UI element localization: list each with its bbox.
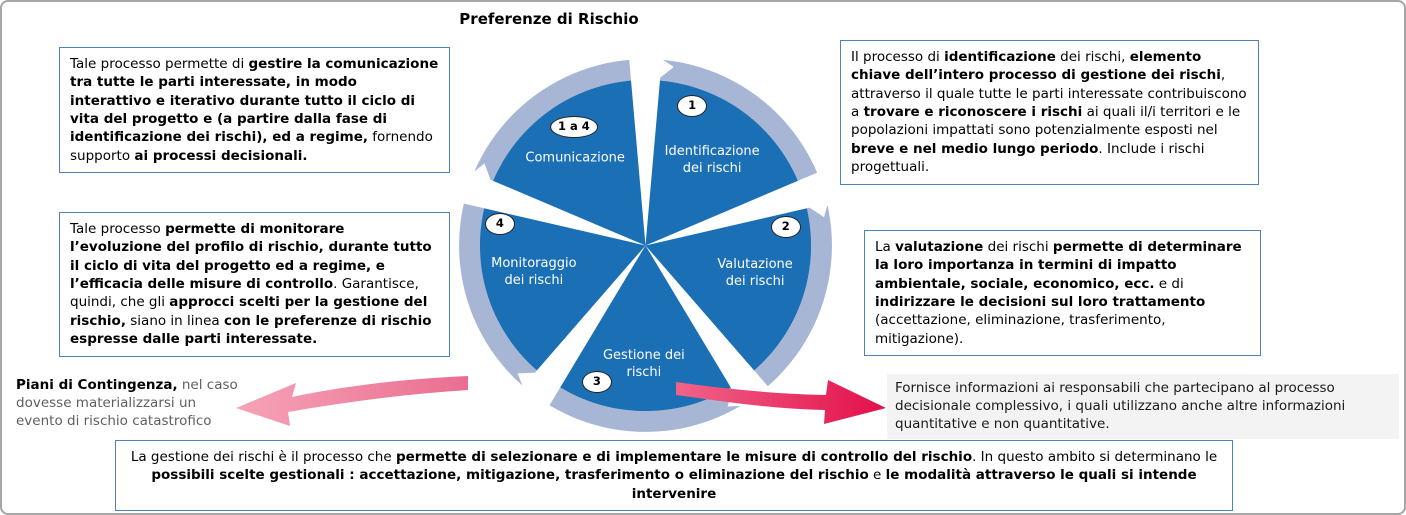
- page-title: Preferenze di Rischio: [459, 10, 639, 28]
- callout-valutazione: La valutazione dei rischi permette di de…: [864, 230, 1261, 357]
- segment-label-comunicazione: Comunicazione: [525, 150, 625, 166]
- badge-comunicazione: 1 a 4: [550, 115, 598, 138]
- badge-monitoraggio: 4: [484, 212, 515, 235]
- callout-identificazione: Il processo di identificazione dei risch…: [840, 40, 1259, 185]
- badge-gestione: 3: [581, 371, 612, 394]
- callout-monitoraggio: Tale processo permette di monitorare l’e…: [59, 212, 450, 357]
- segment-label-monitoraggio: Monitoraggio dei rischi: [491, 256, 577, 288]
- segment-label-identificazione: Identificazione dei rischi: [664, 143, 760, 176]
- badge-identificazione: 1: [677, 95, 708, 118]
- risk-wheel-svg: [447, 41, 844, 432]
- gap-divider: [645, 165, 844, 246]
- segment-label-valutazione: Valutazione dei rischi: [717, 257, 793, 290]
- segment-gestione: [548, 245, 743, 412]
- callout-piani-di-contingenza: Piani di Contingenza, nel caso dovesse m…: [16, 377, 238, 430]
- segment-label-gestione: Gestione dei rischi: [602, 348, 685, 380]
- gap-divider: [627, 42, 664, 246]
- callout-fornisce: Fornisce informazioni ai responsabili ch…: [887, 374, 1399, 439]
- flow-arrow-icon: [517, 371, 564, 417]
- badge-valutazione: 2: [770, 216, 801, 239]
- decision-arrow-icon: [676, 380, 886, 424]
- callout-comunicazione: Tale processo permette di gestire la com…: [59, 47, 450, 174]
- flow-arrow-icon: [447, 163, 501, 207]
- segment-monitoraggio: [479, 194, 646, 380]
- flow-arrow-icon: [785, 172, 837, 218]
- segment-valutazione: [645, 194, 812, 380]
- flow-arrow-icon: [634, 41, 674, 96]
- gap-divider: [447, 165, 646, 246]
- risk-cycle-diagram: 1 1 a 4 2 4 3 Comunicazione Identificazi…: [441, 41, 850, 450]
- contingency-arrow-icon: [236, 376, 468, 426]
- callout-gestione: La gestione dei rischi è il processo che…: [115, 440, 1233, 512]
